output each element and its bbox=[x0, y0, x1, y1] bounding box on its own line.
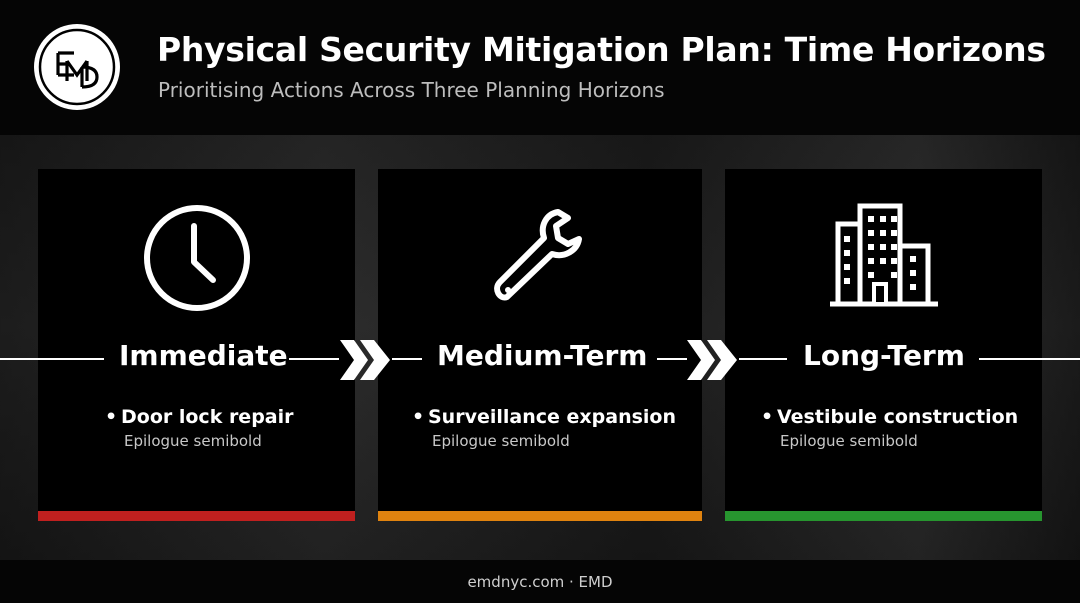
wrench-icon bbox=[484, 202, 596, 314]
action-label: Surveillance expansion bbox=[428, 406, 676, 428]
clock-icon bbox=[141, 202, 253, 314]
building-icon bbox=[828, 202, 940, 314]
double-chevron-right-icon bbox=[685, 338, 739, 382]
action-note: Epilogue semibold bbox=[124, 432, 262, 450]
footer-bar bbox=[0, 560, 1080, 603]
action-note: Epilogue semibold bbox=[432, 432, 570, 450]
panel-long-term bbox=[725, 169, 1042, 521]
double-chevron-right-icon bbox=[338, 338, 392, 382]
footer-text: emdnyc.com · EMD bbox=[467, 573, 613, 591]
page-subtitle: Prioritising Actions Across Three Planni… bbox=[158, 78, 665, 102]
timeline-line bbox=[392, 358, 422, 360]
action-label: Door lock repair bbox=[121, 406, 294, 428]
action-label: Vestibule construction bbox=[777, 406, 1019, 428]
horizon-heading-long-term: Long-Term bbox=[803, 339, 965, 372]
action-bullet: •Door lock repair bbox=[105, 406, 294, 428]
horizon-heading-medium-term: Medium-Term bbox=[437, 339, 648, 372]
horizon-heading-immediate: Immediate bbox=[119, 339, 288, 372]
timeline-line bbox=[979, 358, 1080, 360]
timeline-line bbox=[657, 358, 687, 360]
header-bar bbox=[0, 0, 1080, 135]
priority-bar-green bbox=[725, 511, 1042, 521]
action-bullet: •Vestibule construction bbox=[761, 406, 1019, 428]
timeline-line bbox=[289, 358, 339, 360]
action-note: Epilogue semibold bbox=[780, 432, 918, 450]
priority-bar-orange bbox=[378, 511, 702, 521]
timeline-line bbox=[0, 358, 104, 360]
action-bullet: •Surveillance expansion bbox=[412, 406, 676, 428]
priority-bar-red bbox=[38, 511, 355, 521]
timeline-line bbox=[739, 358, 787, 360]
emd-logo-icon bbox=[33, 23, 121, 111]
page-title: Physical Security Mitigation Plan: Time … bbox=[157, 30, 1046, 69]
